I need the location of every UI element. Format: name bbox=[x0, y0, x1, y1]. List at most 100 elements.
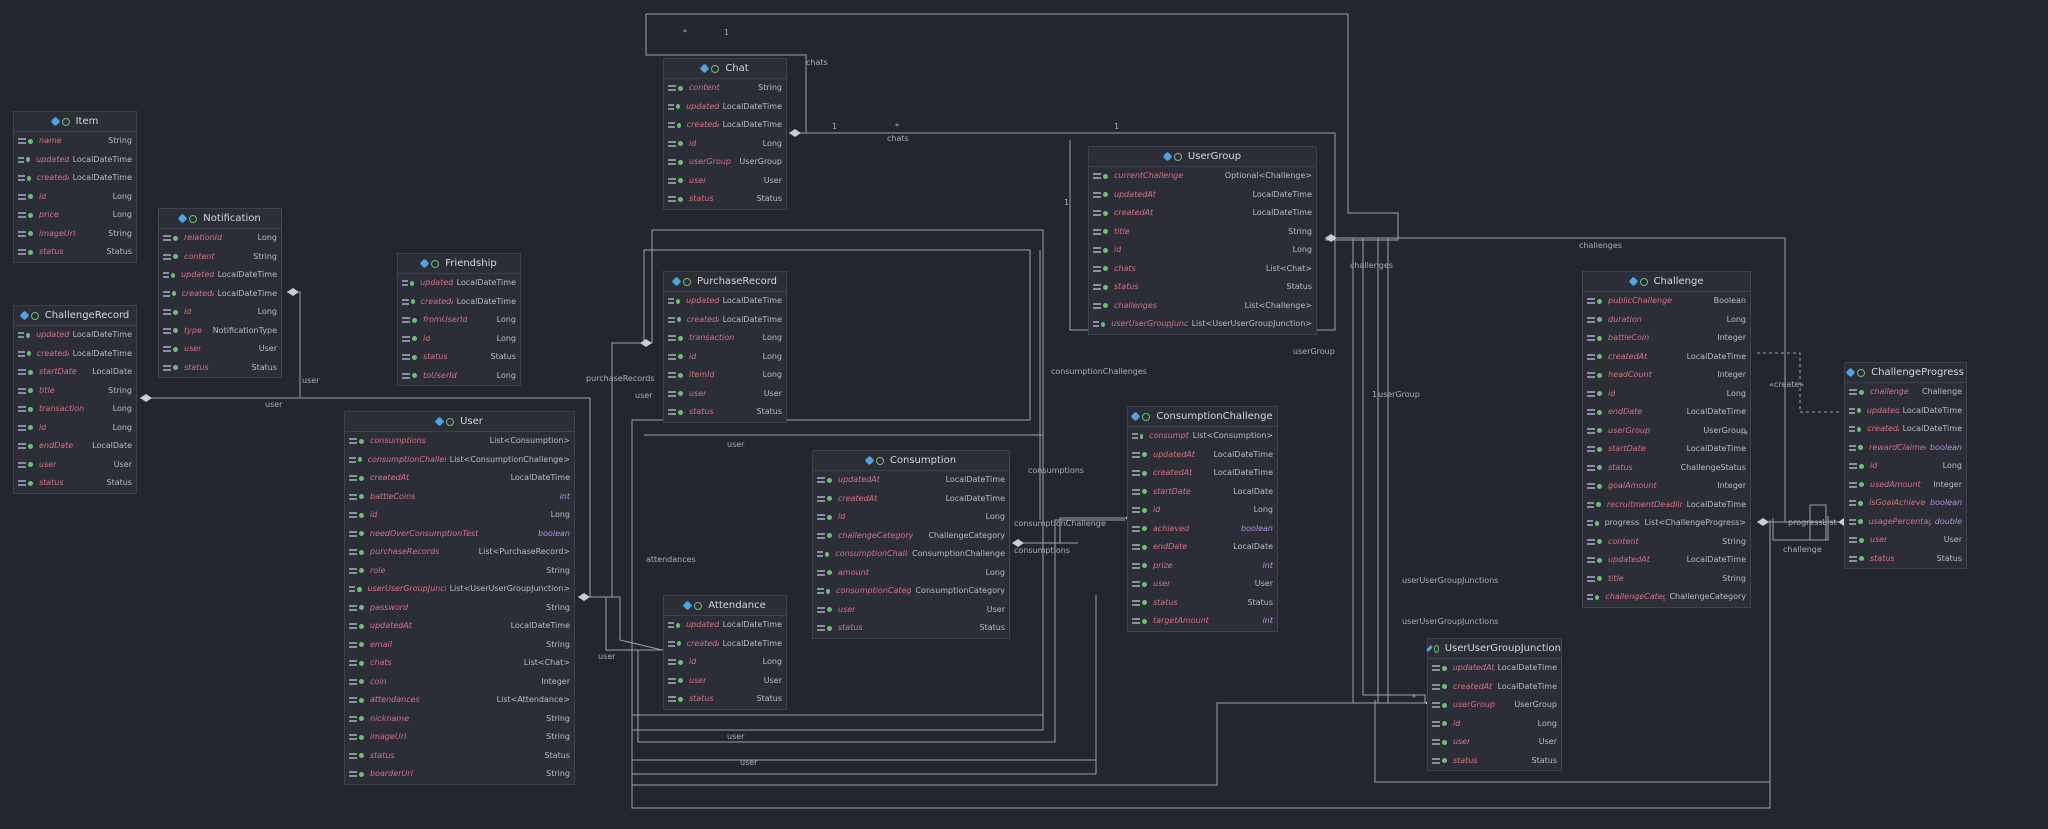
class-header[interactable]: UserUserGroupJunction bbox=[1425, 639, 1561, 659]
class-header[interactable]: UserGroup bbox=[1089, 147, 1316, 167]
class-consumptionchallenge[interactable]: ConsumptionChallengeconsumptionsList<Con… bbox=[1127, 406, 1278, 632]
field-row[interactable]: userUserGroupJunctionsList<UserUserGroup… bbox=[1089, 315, 1316, 334]
class-header[interactable]: ConsumptionChallenge bbox=[1128, 407, 1277, 427]
field-row[interactable]: consumptionChallengeConsumptionChallenge bbox=[813, 545, 1009, 564]
class-friendship[interactable]: FriendshipupdatedAtLocalDateTimecreatedA… bbox=[397, 253, 521, 386]
class-header[interactable]: Consumption bbox=[813, 451, 1009, 471]
class-header[interactable]: Item bbox=[14, 112, 136, 132]
class-header[interactable]: Friendship bbox=[398, 254, 520, 274]
field-row[interactable]: userUserGroupJunctionsList<UserUserGroup… bbox=[345, 580, 574, 599]
field-row[interactable]: usagePercentagedouble bbox=[1845, 513, 1966, 532]
field-row[interactable]: consumptionCategoryConsumptionCategory bbox=[813, 582, 1009, 601]
class-purchaserecord[interactable]: PurchaseRecordupdatedAtLocalDateTimecrea… bbox=[663, 271, 787, 423]
class-header[interactable]: ChallengeProgress bbox=[1845, 363, 1966, 383]
class-attendance[interactable]: AttendanceupdatedAtLocalDateTimecreatedA… bbox=[663, 595, 787, 710]
class-chat[interactable]: ChatcontentStringupdatedAtLocalDateTimec… bbox=[663, 58, 787, 210]
class-header[interactable]: User bbox=[345, 412, 574, 432]
field-row[interactable]: progressListList<ChallengeProgress> bbox=[1583, 514, 1750, 533]
